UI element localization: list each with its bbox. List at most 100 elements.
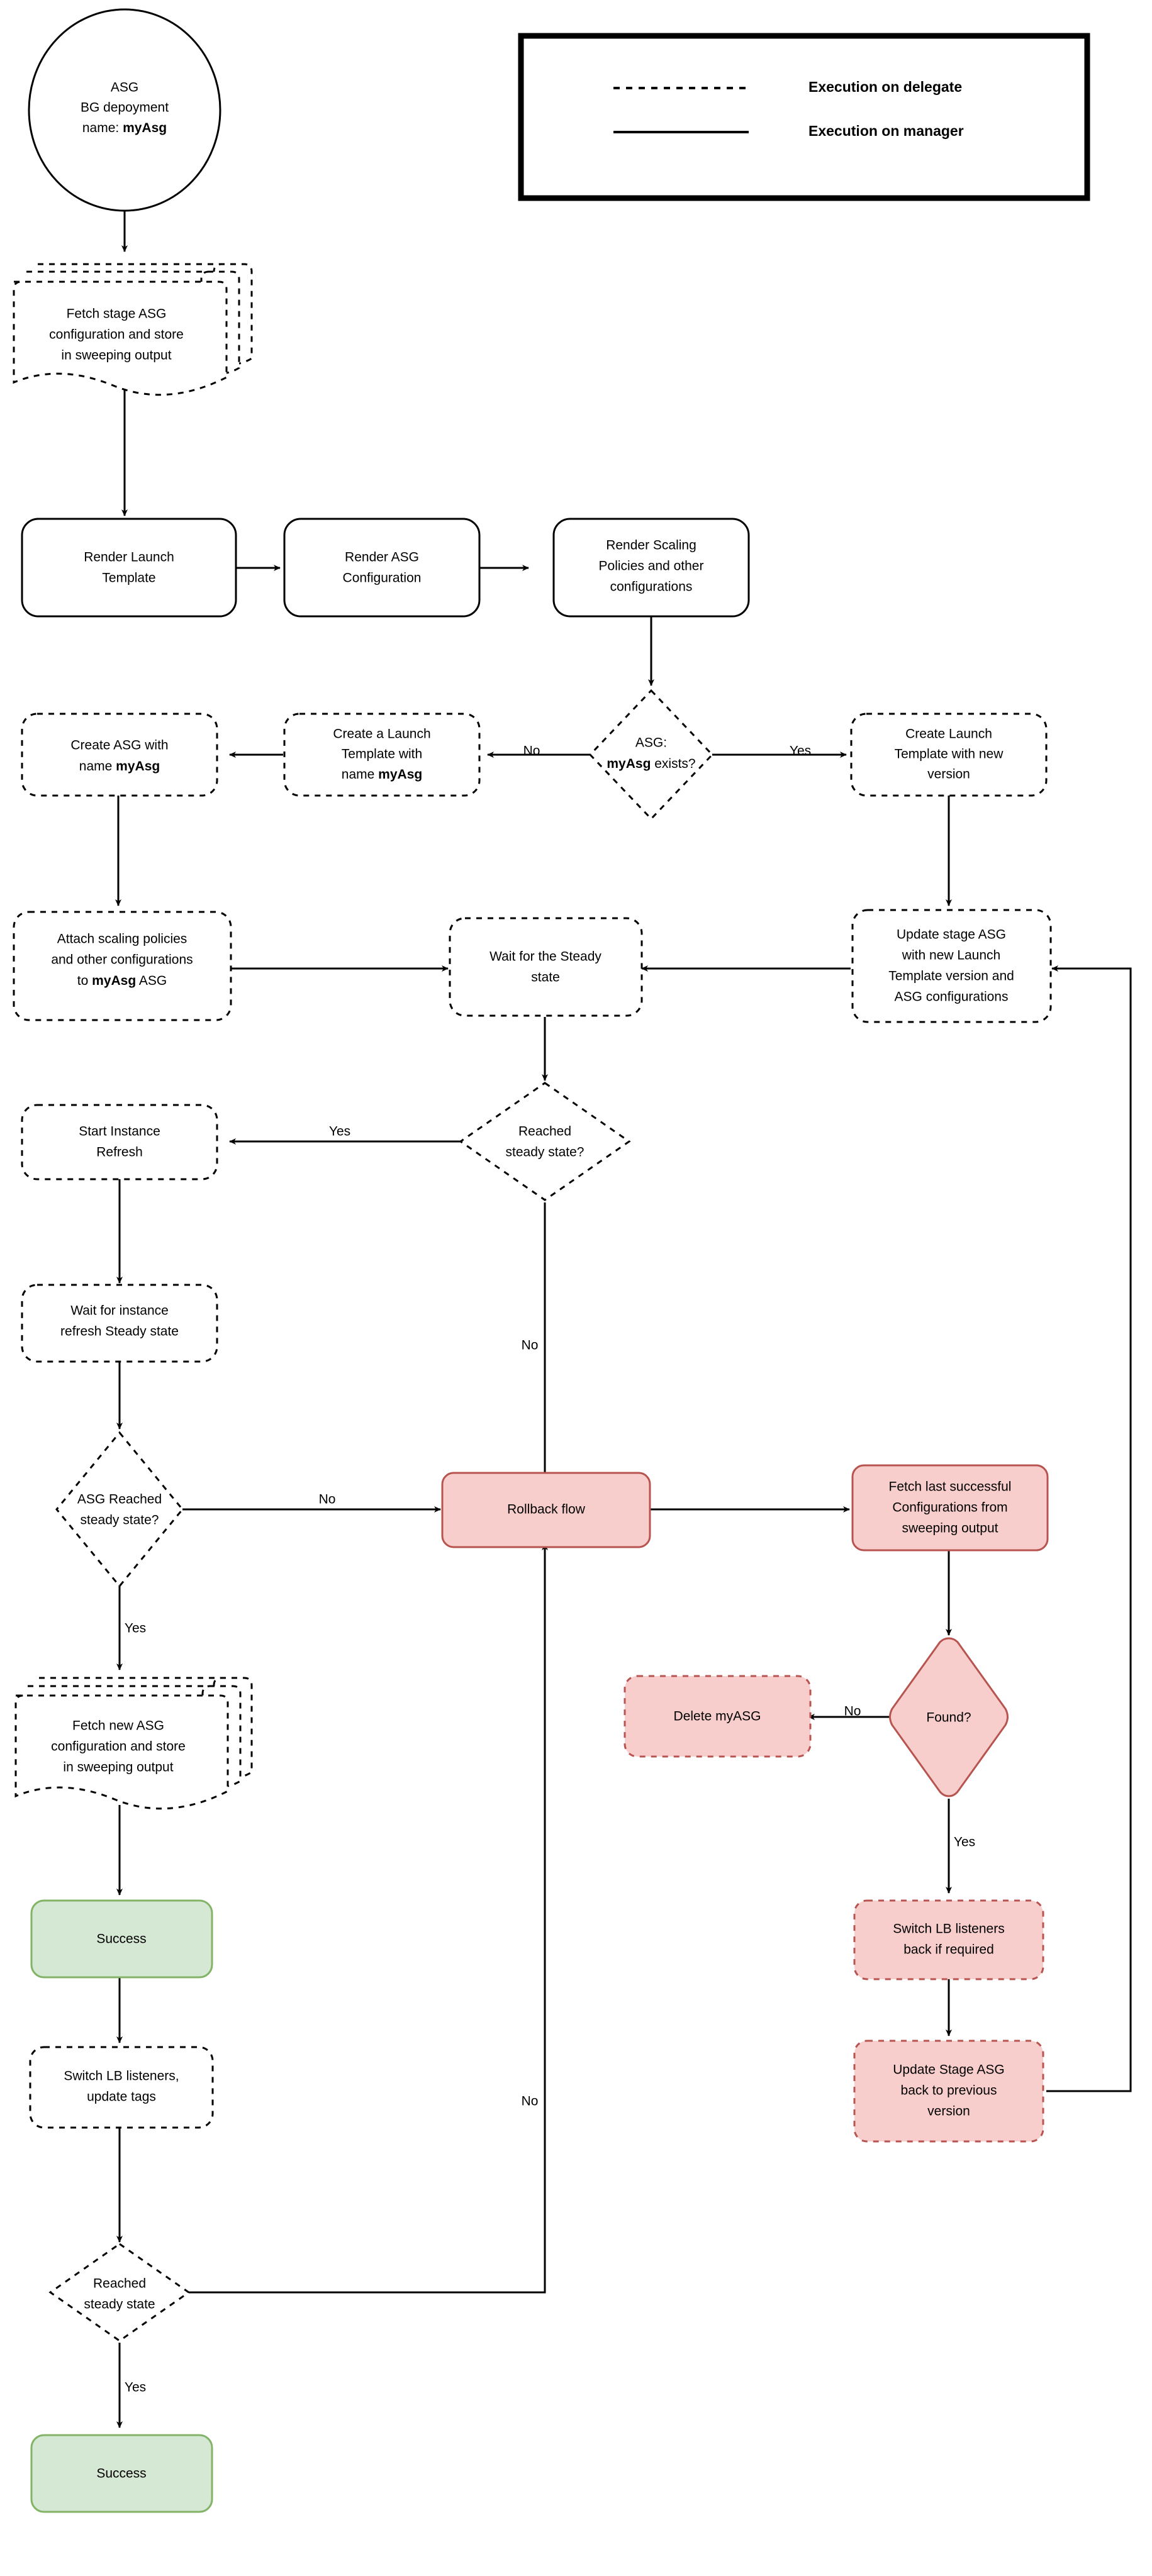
- node-render-asg-configuration[interactable]: Render ASG Configuration: [283, 518, 481, 618]
- node-start-line1: ASG: [111, 80, 138, 95]
- node-wait-steady-line1: Wait for the Steady: [489, 950, 601, 964]
- node-create-asg[interactable]: Create ASG with name myAsg: [21, 713, 218, 797]
- node-start-refresh-line1: Start Instance: [79, 1124, 160, 1139]
- node-asg-exists-decision[interactable]: ASG: myAsg exists?: [588, 689, 714, 821]
- node-wait-for-steady-state[interactable]: Wait for the Steady state: [449, 917, 643, 1017]
- node-create-launch-template-new-version[interactable]: Create Launch Template with new version: [850, 713, 1048, 797]
- node-success-top-line1: Success: [96, 1932, 146, 1946]
- node-wait-steady-line2: state: [531, 970, 560, 985]
- legend-delegate-label: Execution on delegate: [808, 79, 962, 95]
- node-attach-line3: to myAsg ASG: [77, 974, 167, 988]
- node-asg-reached-line1: ASG Reached: [77, 1492, 162, 1507]
- node-update-back-line1: Update Stage ASG: [893, 2063, 1004, 2077]
- node-start[interactable]: ASG BG depoyment name: myAsg: [28, 8, 221, 212]
- legend-manager-label: Execution on manager: [808, 123, 964, 139]
- node-switch-lb-back-line2: back if required: [903, 1943, 994, 1957]
- node-render-scaling-line2: Policies and other: [599, 559, 704, 574]
- edge-label-reached-steady-no: No: [522, 1338, 539, 1353]
- node-update-stage-asg[interactable]: Update stage ASG with new Launch Templat…: [851, 909, 1052, 1023]
- node-switch-lb-tags-line1: Switch LB listeners,: [64, 2069, 179, 2084]
- node-fetch-stage-line3: in sweeping output: [61, 348, 171, 363]
- node-create-launch-template-name[interactable]: Create a Launch Template with name myAsg: [283, 713, 481, 797]
- node-update-stage-line4: ASG configurations: [895, 990, 1009, 1004]
- node-asg-reached-line2: steady state?: [81, 1513, 159, 1528]
- node-start-line2: BG depoyment: [81, 101, 169, 115]
- node-render-asg-line1: Render ASG: [345, 550, 419, 565]
- node-update-back-line2: back to previous: [901, 2084, 997, 2098]
- edge-label-found-no: No: [844, 1704, 861, 1719]
- edge-label-asg-exists-no: No: [523, 744, 540, 758]
- node-wait-instance-refresh[interactable]: Wait for instance refresh Steady state: [21, 1284, 218, 1363]
- node-delete-myasg-line1: Delete myASG: [674, 1709, 761, 1724]
- node-fetch-last-line1: Fetch last successful: [889, 1480, 1012, 1494]
- node-reached-steady-state-decision[interactable]: Reached steady state?: [459, 1082, 631, 1201]
- node-render-launch-template[interactable]: Render Launch Template: [21, 518, 237, 618]
- node-start-line3: name: myAsg: [82, 121, 167, 135]
- node-asg-reached-steady-decision[interactable]: ASG Reached steady state?: [55, 1431, 184, 1588]
- node-reached-bottom-line1: Reached: [93, 2277, 146, 2291]
- node-delete-myasg[interactable]: Delete myASG: [624, 1675, 812, 1758]
- node-create-lt-new-line2: Template with new: [895, 747, 1004, 762]
- edge-update-back-to-update-stage-loop: [1046, 965, 1132, 2092]
- node-attach-line2: and other configurations: [51, 953, 193, 967]
- node-update-stage-back[interactable]: Update Stage ASG back to previous versio…: [853, 2040, 1044, 2143]
- node-fetch-new-line2: configuration and store: [51, 1740, 186, 1754]
- node-attach-line1: Attach scaling policies: [57, 932, 187, 947]
- node-fetch-stage-line1: Fetch stage ASG: [67, 307, 167, 321]
- node-found-decision[interactable]: Found?: [889, 1637, 1009, 1797]
- node-render-asg-line2: Configuration: [343, 571, 422, 586]
- edge-label-asg-exists-yes: Yes: [790, 744, 811, 758]
- node-render-launch-line2: Template: [102, 571, 155, 586]
- node-create-lt-new-line3: version: [927, 767, 970, 782]
- edge-label-found-yes: Yes: [954, 1835, 975, 1850]
- legend: Execution on delegate Execution on manag…: [518, 33, 1090, 201]
- node-create-asg-line2: name myAsg: [79, 759, 160, 774]
- node-fetch-last-successful[interactable]: Fetch last successful Configurations fro…: [851, 1464, 1049, 1552]
- node-render-scaling-line3: configurations: [610, 580, 693, 594]
- node-asg-exists-line1: ASG:: [635, 736, 667, 750]
- node-start-refresh-line2: Refresh: [96, 1145, 143, 1160]
- node-rollback-flow[interactable]: Rollback flow: [441, 1472, 651, 1548]
- node-fetch-last-line3: sweeping output: [902, 1521, 998, 1536]
- node-update-stage-line2: with new Launch: [902, 948, 1000, 963]
- node-fetch-new-asg[interactable]: Fetch new ASG configuration and store in…: [14, 1677, 253, 1810]
- node-create-asg-line1: Create ASG with: [70, 738, 168, 753]
- node-switch-lb-back[interactable]: Switch LB listeners back if required: [853, 1899, 1044, 1980]
- edge-label-reached-steady-yes: Yes: [329, 1124, 350, 1139]
- node-render-launch-line1: Render Launch: [84, 550, 174, 565]
- node-success-bottom[interactable]: Success: [30, 2434, 213, 2513]
- node-attach-scaling-policies[interactable]: Attach scaling policies and other config…: [13, 911, 232, 1021]
- edge-label-bottom-yes: Yes: [125, 2380, 146, 2395]
- node-switch-lb-back-line1: Switch LB listeners: [893, 1922, 1004, 1936]
- node-switch-lb-tags-line2: update tags: [87, 2090, 156, 2104]
- node-create-lt-name-line1: Create a Launch: [333, 727, 430, 741]
- node-reached-steady-line2: steady state?: [506, 1145, 584, 1160]
- node-reached-bottom-line2: steady state: [84, 2297, 155, 2312]
- node-reached-steady-line1: Reached: [518, 1124, 571, 1139]
- node-update-back-line3: version: [927, 2104, 970, 2119]
- node-success-top[interactable]: Success: [30, 1899, 213, 1979]
- node-fetch-new-line1: Fetch new ASG: [72, 1719, 164, 1733]
- node-wait-refresh-line1: Wait for instance: [70, 1304, 169, 1318]
- node-create-lt-name-line2: Template with: [342, 747, 422, 762]
- node-fetch-stage-asg[interactable]: Fetch stage ASG configuration and store …: [13, 263, 253, 396]
- edge-label-bottom-no: No: [522, 2094, 539, 2109]
- node-render-scaling-line1: Render Scaling: [606, 538, 696, 553]
- node-success-bottom-line1: Success: [96, 2467, 146, 2481]
- node-render-scaling-policies[interactable]: Render Scaling Policies and other config…: [552, 518, 750, 618]
- node-fetch-last-line2: Configurations from: [892, 1501, 1007, 1515]
- edge-bottom-reached-no: [189, 1543, 548, 2294]
- node-update-stage-line1: Update stage ASG: [897, 928, 1006, 942]
- node-wait-refresh-line2: refresh Steady state: [60, 1324, 179, 1339]
- node-create-lt-name-line3: name myAsg: [342, 767, 422, 782]
- node-switch-lb-update-tags[interactable]: Switch LB listeners, update tags: [29, 2046, 214, 2129]
- node-found-line1: Found?: [926, 1711, 971, 1725]
- node-reached-steady-bottom-decision[interactable]: Reached steady state: [48, 2243, 191, 2342]
- node-start-instance-refresh[interactable]: Start Instance Refresh: [21, 1104, 218, 1180]
- edge-label-asg-reached-yes: Yes: [125, 1621, 146, 1636]
- node-rollback-line1: Rollback flow: [507, 1502, 586, 1517]
- node-fetch-stage-line2: configuration and store: [49, 328, 184, 342]
- node-create-lt-new-line1: Create Launch: [905, 727, 992, 741]
